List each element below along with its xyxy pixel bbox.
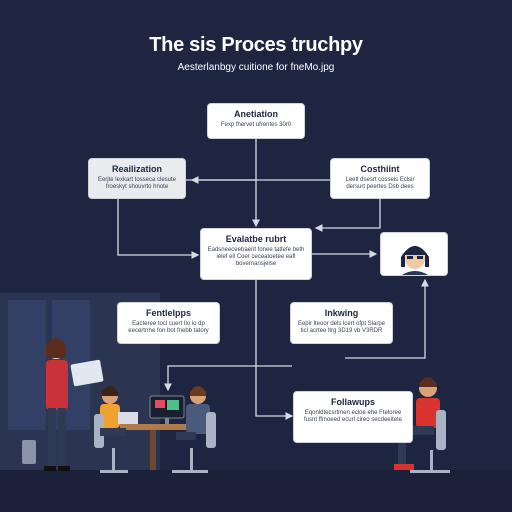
seated-person-phone <box>394 377 450 473</box>
node-inkwing: Inkwing Eepir lteoor dels lcert ofpt Sla… <box>290 302 393 344</box>
node-description: Eepir lteoor dels lcert ofpt Slarpe ticl… <box>297 321 386 334</box>
connector-reailization-to-evaluation <box>117 199 200 259</box>
node-reailization: Reailization Eerjte lexkart tosseca cles… <box>88 158 186 199</box>
node-description: Fexp fhervet ufrentes 30r0 <box>220 122 292 128</box>
person-avatar-icon <box>401 246 429 275</box>
chair <box>94 414 104 448</box>
connector-followups-to-desk <box>164 365 292 392</box>
chair <box>436 410 446 450</box>
chair <box>206 412 216 448</box>
node-costhiint: Costhiint Leetl dsesrt cosseis Eclsir de… <box>330 158 430 199</box>
standing-person <box>44 338 104 471</box>
diagram-subtitle: Aesterlanbgy cuitione for fneMo.jpg <box>177 62 335 73</box>
node-description: Eadsneeceebaent fonee tattefe beth ielef… <box>207 247 305 267</box>
node-title: Evalatbe rubrt <box>225 234 287 244</box>
node-description: Eqonldtecsrtmen ecloe ehe Fteloree fusnt… <box>304 410 402 423</box>
laptop-icon <box>118 412 138 424</box>
connector-inkwing-to-profile <box>345 278 429 359</box>
node-title: Reailization <box>111 164 162 174</box>
node-profile <box>380 232 448 276</box>
window-panel <box>8 300 46 430</box>
node-followups: Follawups Eqonldtecsrtmen ecloe ehe Ftel… <box>293 391 413 443</box>
seated-person-left <box>94 386 138 473</box>
floor <box>0 470 512 512</box>
node-description: Eerjte lexkart tosseca clesute froeskyt … <box>97 177 177 190</box>
node-title: Fentlelpps <box>145 308 191 318</box>
seated-person-right <box>172 386 216 473</box>
diagram-title: The sis Proces truchpy <box>149 34 363 56</box>
trash-bin <box>22 440 36 464</box>
node-title: Inkwing <box>324 308 359 318</box>
node-title: Follawups <box>330 397 375 407</box>
node-description: Leetl dsesrt cosseis Eclsir dersurt peer… <box>345 177 415 190</box>
desk <box>120 424 200 430</box>
node-anetiation: Anetiation Fexp fhervet ufrentes 30r0 <box>207 103 305 139</box>
laptop-icon <box>70 359 104 387</box>
node-evaluation: Evalatbe rubrt Eadsneeceebaent fonee tat… <box>200 228 312 280</box>
connector-evaluation-to-followups <box>255 280 294 420</box>
node-fentlelpps: Fentlelpps Eacteree tocl cuert Ilo io dp… <box>117 302 220 344</box>
node-title: Anetiation <box>234 109 278 119</box>
node-description: Eacteree tocl cuert Ilo io dp eecertrme … <box>128 321 209 334</box>
connector-costhiint-to-evaluation <box>314 199 381 232</box>
node-title: Costhiint <box>360 164 400 174</box>
